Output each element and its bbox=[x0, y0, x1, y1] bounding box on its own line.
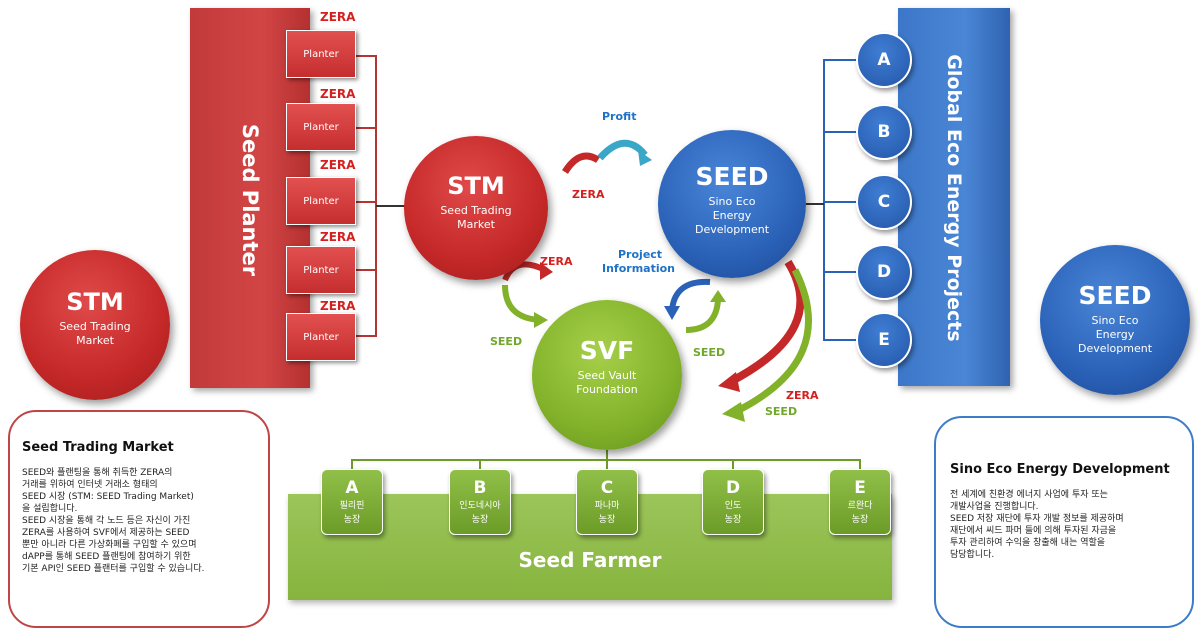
stm-info-body: SEED와 플랜팅을 통해 취득한 ZERA의 거래를 위하여 인터넷 거래소 … bbox=[22, 468, 205, 574]
seed-subtitle-3: Development bbox=[1077, 342, 1153, 355]
seed-circle-center[interactable]: SEED Sino Eco Energy Development bbox=[658, 130, 806, 278]
farm-type: 농장 bbox=[343, 515, 361, 525]
farm-type: 농장 bbox=[598, 515, 616, 525]
seed-info-box: Sino Eco Energy Development 전 세계에 친환경 에너… bbox=[934, 416, 1194, 628]
seed-label-left: SEED bbox=[490, 335, 523, 348]
global-projects-panel bbox=[898, 8, 1010, 386]
seed-label-right: SEED bbox=[693, 346, 726, 359]
global-projects-title: Global Eco Energy Projects bbox=[943, 54, 965, 342]
stm-info-heading: Seed Trading Market bbox=[22, 440, 174, 455]
farm-e[interactable]: E 르완다 농장 bbox=[829, 469, 891, 535]
zera-label-top: ZERA bbox=[572, 188, 605, 201]
planter-box[interactable]: Planter bbox=[286, 30, 356, 78]
profit-label: Profit bbox=[602, 110, 637, 123]
project-e[interactable]: E bbox=[856, 312, 912, 368]
seed-subtitle-1: Sino Eco bbox=[1091, 314, 1139, 327]
planter-box[interactable]: Planter bbox=[286, 313, 356, 361]
loop-right-green bbox=[685, 299, 721, 333]
project-c[interactable]: C bbox=[856, 174, 912, 230]
seed-circle-right[interactable]: SEED Sino Eco Energy Development bbox=[1040, 245, 1190, 395]
planter-zera-label: ZERA bbox=[320, 299, 356, 313]
stm-circle-center[interactable]: STM Seed Trading Market bbox=[404, 136, 548, 280]
farm-c[interactable]: C 파나마 농장 bbox=[576, 469, 638, 535]
seed-info-heading: Sino Eco Energy Development bbox=[950, 462, 1170, 477]
seed-farmer-title: Seed Farmer bbox=[518, 548, 662, 572]
zera-label-left: ZERA bbox=[540, 255, 573, 268]
farm-a[interactable]: A 필리핀 농장 bbox=[321, 469, 383, 535]
seed-subtitle-1: Sino Eco bbox=[708, 195, 756, 208]
stm-subtitle-1: Seed Trading bbox=[59, 320, 131, 333]
farm-letter: E bbox=[854, 478, 866, 498]
farm-letter: D bbox=[725, 478, 741, 498]
planter-box[interactable]: Planter bbox=[286, 246, 356, 294]
stm-subtitle-1: Seed Trading bbox=[440, 204, 512, 217]
profit-arrow-blue bbox=[597, 139, 648, 161]
seed-label-bottom: SEED bbox=[765, 405, 798, 418]
farm-type: 농장 bbox=[724, 515, 742, 525]
seed-subtitle-3: Development bbox=[694, 223, 770, 236]
farm-name: 르완다 bbox=[847, 501, 873, 511]
farm-type: 농장 bbox=[851, 515, 869, 525]
profit-arrow-red bbox=[562, 152, 600, 174]
zera-label-bottom: ZERA bbox=[786, 389, 819, 402]
planter-bracket bbox=[356, 55, 377, 337]
farm-name: 인도네시아 bbox=[459, 501, 501, 511]
stm-title: STM bbox=[447, 172, 505, 200]
planter-box[interactable]: Planter bbox=[286, 103, 356, 151]
stm-subtitle-2: Market bbox=[76, 334, 114, 347]
seed-subtitle-2: Energy bbox=[712, 209, 752, 222]
curve-seed bbox=[733, 268, 812, 416]
seed-info-body: 전 세계에 친환경 에너지 사업에 투자 또는 개발사업을 진행합니다. SEE… bbox=[950, 490, 1124, 560]
planter-zera-label: ZERA bbox=[320, 87, 356, 101]
farm-name: 인도 bbox=[724, 501, 742, 511]
stm-subtitle-2: Market bbox=[457, 218, 495, 231]
stm-title: STM bbox=[66, 288, 124, 316]
project-a[interactable]: A bbox=[856, 32, 912, 88]
svf-circle[interactable]: SVF Seed Vault Foundation bbox=[532, 300, 682, 450]
farm-letter: B bbox=[473, 478, 487, 498]
farm-letter: A bbox=[345, 478, 359, 498]
farm-d[interactable]: D 인도 농장 bbox=[702, 469, 764, 535]
svf-title: SVF bbox=[579, 336, 635, 365]
farm-name: 파나마 bbox=[594, 501, 620, 511]
project-b[interactable]: B bbox=[856, 104, 912, 160]
svf-subtitle-1: Seed Vault bbox=[577, 369, 637, 382]
project-info-label-2: Information bbox=[602, 262, 675, 275]
farm-b[interactable]: B 인도네시아 농장 bbox=[449, 469, 511, 535]
curve-zera bbox=[728, 259, 805, 386]
farm-letter: C bbox=[600, 478, 614, 498]
svf-subtitle-2: Foundation bbox=[576, 383, 638, 396]
stm-info-box: Seed Trading Market SEED와 플랜팅을 통해 취득한 ZE… bbox=[8, 410, 270, 628]
seed-subtitle-2: Energy bbox=[1095, 328, 1135, 341]
loop-right-blue bbox=[669, 278, 711, 311]
seed-title: SEED bbox=[695, 162, 769, 191]
farm-type: 농장 bbox=[471, 515, 489, 525]
farmer-tree bbox=[351, 450, 861, 469]
stm-circle-left[interactable]: STM Seed Trading Market bbox=[20, 250, 170, 400]
project-info-label-1: Project bbox=[618, 248, 663, 261]
seed-planter-title: Seed Planter bbox=[238, 123, 262, 277]
seed-title: SEED bbox=[1078, 281, 1152, 310]
planter-zera-label: ZERA bbox=[320, 10, 356, 24]
gep-bracket bbox=[823, 59, 856, 341]
farm-name: 필리핀 bbox=[339, 501, 365, 511]
planter-zera-label: ZERA bbox=[320, 230, 356, 244]
planter-zera-label: ZERA bbox=[320, 158, 356, 172]
planter-box[interactable]: Planter bbox=[286, 177, 356, 225]
project-d[interactable]: D bbox=[856, 244, 912, 300]
